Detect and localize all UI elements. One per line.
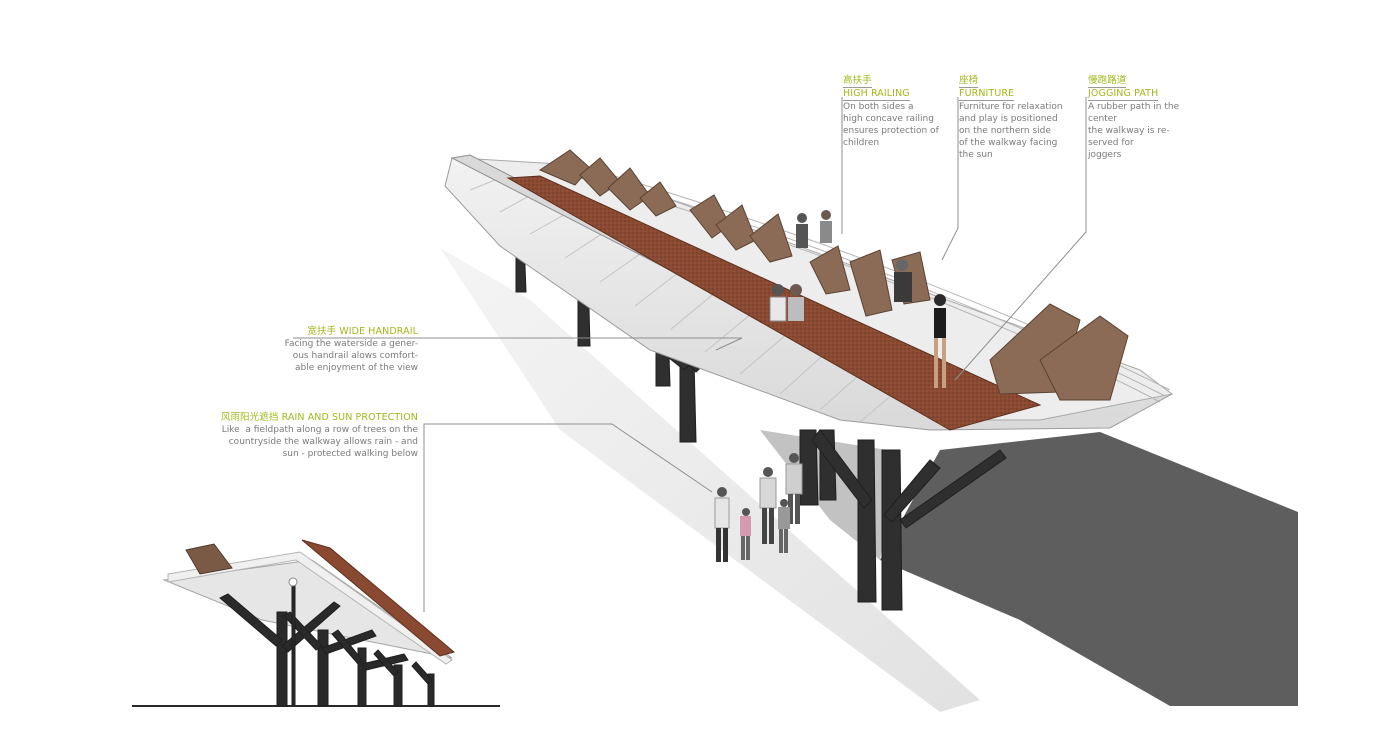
label-rain-sun: 风雨阳光遮挡 RAIN AND SUN PROTECTION Like a fi… xyxy=(221,412,418,460)
label-jogging-path-desc: A rubber path in the center the walkway … xyxy=(1088,102,1180,160)
label-high-railing-title: HIGH RAILING xyxy=(843,88,910,101)
label-rain-sun-desc: Like a fieldpath along a row of trees on… xyxy=(221,425,418,459)
label-jogging-path-title: JOGGING PATH xyxy=(1088,88,1159,101)
label-high-railing-desc: On both sides a high concave railing ens… xyxy=(843,102,939,148)
label-furniture-title: FURNITURE xyxy=(959,88,1015,101)
ground-path xyxy=(440,248,980,712)
label-furniture-desc: Furniture for relaxation and play is pos… xyxy=(959,102,1063,160)
label-high-railing: 高扶手 HIGH RAILING On both sides a high co… xyxy=(843,75,939,149)
ground-shadow xyxy=(880,432,1298,706)
label-jogging-path-zh: 慢跑路道 xyxy=(1088,75,1127,88)
label-furniture-zh: 座椅 xyxy=(959,75,979,88)
leader-lines xyxy=(293,97,1087,612)
label-wide-handrail: 宽扶手 WIDE HANDRAIL Facing the waterside a… xyxy=(285,326,418,374)
people-below xyxy=(714,453,803,562)
label-jogging-path: 慢跑路道 JOGGING PATH A rubber path in the c… xyxy=(1088,75,1179,161)
section-inset xyxy=(132,539,500,707)
label-furniture: 座椅 FURNITURE Furniture for relaxation an… xyxy=(959,75,1063,161)
label-wide-handrail-desc: Facing the waterside a gener- ous handra… xyxy=(284,339,418,373)
label-wide-handrail-title: 宽扶手 WIDE HANDRAIL xyxy=(307,326,418,337)
furniture-seats xyxy=(538,149,1129,401)
label-high-railing-zh: 高扶手 xyxy=(843,75,872,88)
people-on-deck xyxy=(769,210,946,388)
label-rain-sun-title: 风雨阳光遮挡 RAIN AND SUN PROTECTION xyxy=(220,412,418,423)
